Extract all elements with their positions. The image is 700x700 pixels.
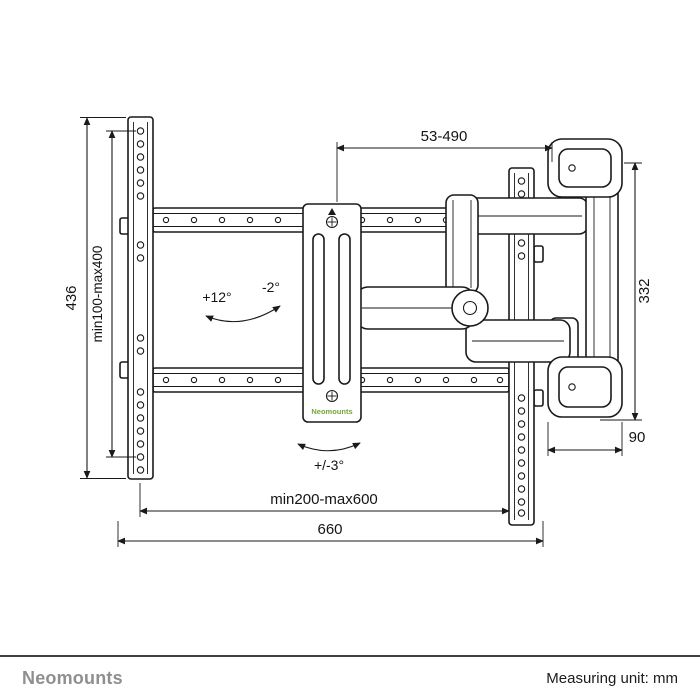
tilt-arc-arrow [205,305,281,323]
dim-height-right: 332 [600,162,653,421]
dim-bracket-depth: 90 [547,422,646,456]
measuring-unit-label: Measuring unit: mm [546,670,678,687]
swivel-arc-arrow [297,442,361,452]
footer: Neomounts Measuring unit: mm [0,655,700,700]
dim-label-bracket-depth: 90 [629,429,646,446]
plate-slot-left [312,233,325,385]
tilt-angle-annotation: +12° -2° [202,279,281,323]
left-rail-holes [136,127,145,474]
dim-height-left: 436 [63,117,126,479]
plate-slot-right [338,233,351,385]
plate-brand-logo: Neomounts [311,407,352,416]
wall-plate-left-rail [119,116,154,480]
swivel-label: +/-3° [314,457,344,473]
articulating-arm [355,194,589,369]
dim-label-top-width: 53-490 [421,128,468,145]
dim-top-width: 53-490 [336,128,553,202]
vesa-plate: Neomounts [302,203,362,423]
tilt-up-label: +12° [202,289,231,305]
dim-label-height-right: 332 [636,278,653,303]
tilt-down-label: -2° [262,279,280,295]
dim-label-vesa-horizontal: min200-max600 [270,491,378,508]
footer-brand-logo: Neomounts [22,668,123,688]
mount-diagram: Neomounts 53-490 436 min100-max400 332 9… [63,116,653,547]
dim-vesa-horizontal: min200-max600 [139,483,510,517]
wall-bracket [547,138,623,418]
dim-label-height-left: 436 [63,285,80,310]
dim-label-width-total: 660 [317,521,342,538]
dim-label-vesa-vertical: min100-max400 [90,246,105,343]
up-arrow-marker [328,208,336,215]
swivel-angle-annotation: +/-3° [297,442,361,473]
dim-width-total: 660 [117,521,544,547]
dim-vesa-vertical: min100-max400 [90,130,136,458]
